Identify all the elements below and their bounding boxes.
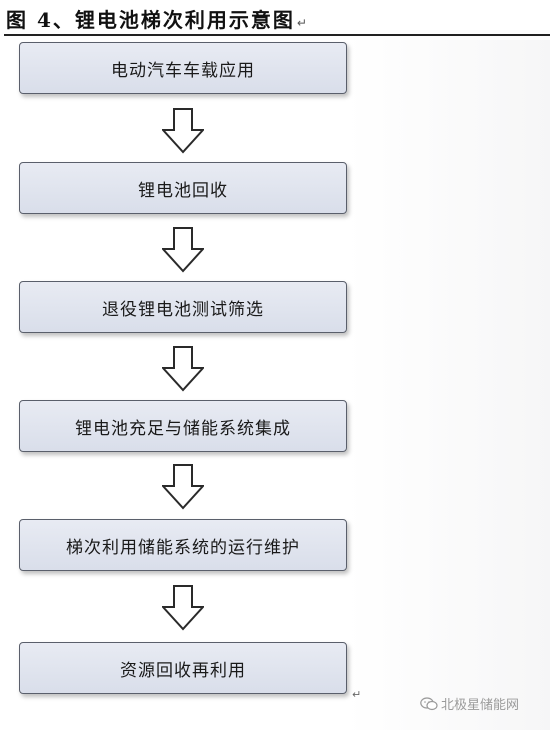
flow-step-2: 锂电池回收 <box>19 162 347 214</box>
scan-shade <box>346 40 550 730</box>
down-arrow-icon <box>162 464 204 510</box>
flow-step-5: 梯次利用储能系统的运行维护 <box>19 519 347 571</box>
flow-step-4: 锂电池充足与储能系统集成 <box>19 400 347 452</box>
figure-header: 图 4、锂电池梯次利用示意图↵ <box>0 0 550 34</box>
paragraph-return-icon: ↵ <box>296 16 307 30</box>
flow-step-label: 锂电池回收 <box>138 180 228 201</box>
down-arrow-icon <box>162 108 204 154</box>
title-rule <box>4 34 550 36</box>
down-arrow-icon <box>162 585 204 631</box>
flow-step-label: 电动汽车车载应用 <box>111 60 255 81</box>
flow-step-label: 资源回收再利用 <box>120 660 246 681</box>
figure-title-text: 图 4、锂电池梯次利用示意图 <box>6 8 295 32</box>
wechat-icon <box>420 696 438 710</box>
flow-step-6: 资源回收再利用 <box>19 642 347 694</box>
flow-step-label: 退役锂电池测试筛选 <box>102 299 264 320</box>
flow-step-label: 梯次利用储能系统的运行维护 <box>66 537 300 558</box>
down-arrow-icon <box>162 346 204 392</box>
flow-step-3: 退役锂电池测试筛选 <box>19 281 347 333</box>
flow-step-1: 电动汽车车载应用 <box>19 42 347 94</box>
down-arrow-icon <box>162 227 204 273</box>
source-watermark: 北极星储能网 <box>420 694 519 713</box>
paragraph-return-icon: ↵ <box>352 688 362 701</box>
figure-title: 图 4、锂电池梯次利用示意图↵ <box>6 4 307 33</box>
watermark-text: 北极星储能网 <box>441 698 520 713</box>
flow-step-label: 锂电池充足与储能系统集成 <box>75 418 291 439</box>
